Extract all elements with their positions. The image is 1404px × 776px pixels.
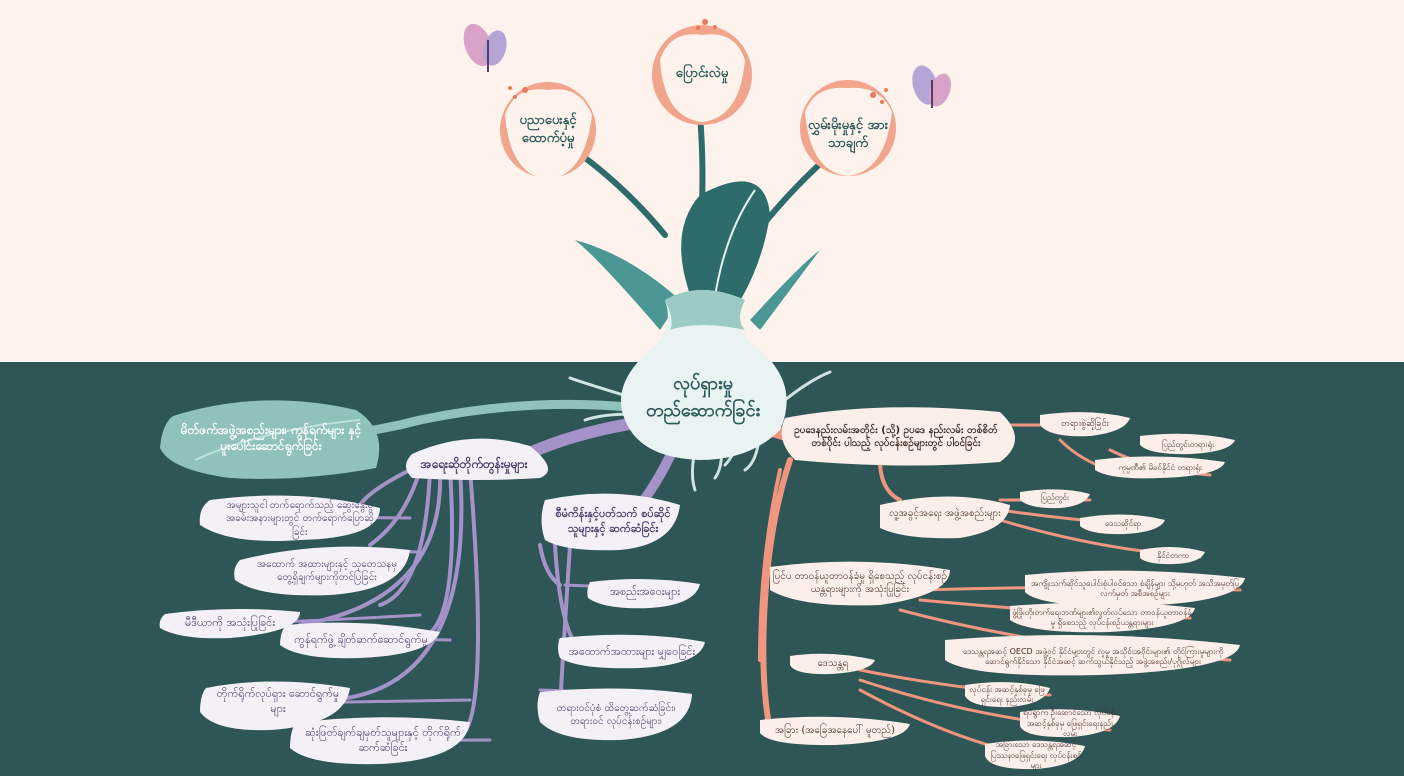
advocacy-item-3: မီဒီယာကို အသုံးပြုခြင်း	[184, 615, 276, 629]
teal-leaf-vein	[194, 419, 361, 461]
flower-label-right: လွှမ်းမိုးမှုနှင့် အားသာချက်	[807, 118, 889, 151]
grievance-item-1: အကျိုးသက်ဆိုင်သူပေါင်းစုံပါဝင်သော စံချိန…	[1030, 578, 1240, 598]
rights-item-3: နိုင်ငံတကာ	[1157, 550, 1189, 560]
rights-item-2: ဒေသဆိုင်ရာ	[1105, 518, 1141, 528]
purple-leaves	[159, 438, 705, 765]
grievance-head: ပြင်ပ တာဝန်ယူတာဝန်ခံမှု ရှိစေသည့် လုပ်ငန…	[772, 570, 948, 596]
side-leaf-left	[575, 240, 680, 330]
stakeholder-item-3: တရားဝင်ပုံစံ ထိတွေ့ဆက်ဆံခြင်း၊ တရားဝင် လ…	[556, 702, 676, 728]
advocacy-item-4: ကွန်ရက်ဖွဲ့ ချိတ်ဆက်ဆောင်ရွက်မှု	[294, 632, 428, 646]
advocacy-head: အရေးဆိုတိုက်တွန်းမှုများ	[420, 456, 528, 471]
butterfly-left-icon	[463, 23, 507, 72]
side-leaf-right	[750, 250, 820, 330]
litigation-item-2: ကုမ္ပဏီ၏ မိခင်နိုင်ငံ တရားရုံး	[1118, 462, 1202, 472]
grievance-item-2: ဖွံ့ဖြိုးတိုးတက်ရေးဘဏ်များ၏လွတ်လပ်သော တာ…	[1012, 607, 1192, 627]
litigation-head: တရားစွဲဆိုခြင်း	[1061, 418, 1109, 429]
rights-item-1: ပြည်တွင်း	[1041, 492, 1069, 502]
stakeholder-head: စီမံကိန်းနှင့်ပတ်သက် စပ်ဆိုင်သူများနှင့်…	[555, 507, 671, 535]
flower-label-left: ပညာပေးနှင့် ထောက်ပံ့မှု	[519, 113, 577, 146]
advocacy-item-5: တိုက်ရိုက်လုပ်ရှား ဆောင်ရွက်မှုများ	[216, 687, 340, 715]
grievance-item-3: ဒေသန္တရအဆင့် OECD အဖွဲ့ဝင် နိုင်ငံများတွ…	[962, 646, 1224, 666]
regional-item-3: အခြားသော ဒေသန္တရအဆင့် ပြဿနာဖြေရှင်းရေး လ…	[990, 740, 1082, 771]
stakeholder-item-2: အထောက်အထားများ မျှဝေခြင်း	[568, 644, 696, 658]
advocacy-item-1: အများသူငါ တက်ရောက်သည့် ဆွေးနွေးပွဲ အခမ်း…	[226, 499, 374, 538]
flower-left	[500, 82, 596, 180]
advocacy-item-6: ဆုံးဖြတ်ချက်ချမှတ်သူများနှင့် တိုက်ရိုက်…	[305, 726, 461, 754]
flower-center	[652, 19, 752, 125]
bulb-neck	[665, 290, 745, 330]
regional-item-1: လုပ်ငန်း အဆင့်နှစ်ခုမှ ဖြေရှင်းရေး နည်းလ…	[969, 684, 1045, 704]
rights-head: လူ့အခွင့်အရေး အဖွဲ့အစည်းများ	[889, 508, 1001, 520]
butterfly-right-icon	[912, 65, 952, 108]
legal-process-head: ဥပဒေနည်းလမ်းအတိုင်း (သို့) ဥပဒေ နည်းလမ်း…	[794, 424, 998, 450]
regional-item-2: ရပ်ရွာက ဦးဆောင်သော လုပ်ငန်း အဆင့်နှစ်ခုမ…	[1023, 708, 1117, 739]
litigation-item-1: ပြည်တွင်းတရားရုံး	[1161, 439, 1215, 449]
flower-right	[800, 80, 896, 176]
teal-leaf	[160, 400, 380, 479]
partners-label: မိတ်ဖက်အဖွဲ့အစည်းများ၊ ကွန်ရက်များ နှင့်…	[180, 422, 362, 453]
teal-branch	[355, 399, 660, 437]
flower-label-center: ပြောင်းလဲမှု	[675, 66, 729, 82]
other-item: အခြား (အခြေအနေပေါ် မူတည်)	[775, 725, 895, 737]
regional-head: ဒေသန္တရ	[817, 658, 849, 670]
stakeholder-item-1: အစည်းအဝေးများ	[609, 584, 681, 598]
coral-leaves	[760, 407, 1245, 770]
core-label: လုပ်ရှားမှု တည်ဆောက်ခြင်း	[645, 373, 761, 421]
advocacy-item-2: အထောက် အထားများနှင့် သုတေသနမှ တွေ့ရှိချက…	[256, 558, 398, 584]
bulb-body	[620, 290, 787, 460]
